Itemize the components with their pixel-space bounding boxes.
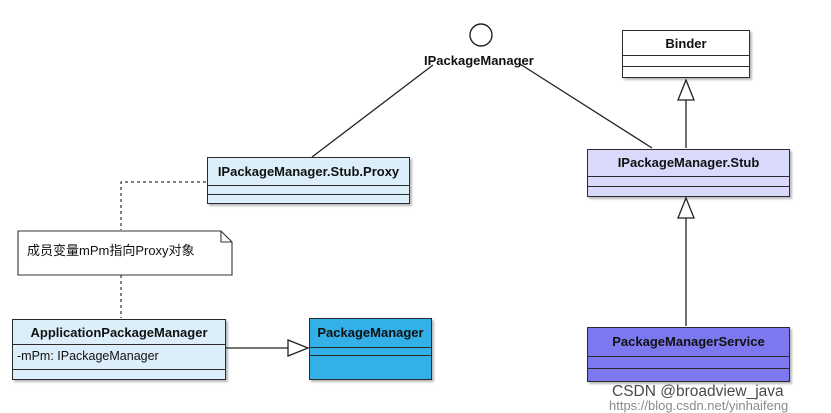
class-application-package-manager[interactable]: ApplicationPackageManager -mPm: IPackage…	[12, 319, 226, 380]
class-pms-attributes	[588, 356, 789, 368]
class-binder-name: Binder	[665, 36, 707, 51]
interface-lollipop-icon	[469, 23, 493, 47]
class-package-manager[interactable]: PackageManager	[309, 318, 432, 380]
binder-inheritance-arrow-icon	[677, 78, 695, 101]
class-pm-operations	[310, 355, 431, 379]
note-fold-icon	[220, 231, 232, 243]
class-stub-operations	[588, 186, 789, 196]
stub-inheritance-arrow-icon	[677, 196, 695, 219]
class-pm-name: PackageManager	[317, 325, 424, 340]
note-shape	[17, 230, 233, 276]
class-apm-attributes: -mPm: IPackageManager	[13, 344, 225, 369]
pm-inheritance-arrow-icon	[287, 339, 310, 357]
class-proxy[interactable]: IPackageManager.Stub.Proxy	[207, 157, 410, 204]
class-apm-name: ApplicationPackageManager	[30, 325, 208, 340]
watermark-url: https://blog.csdn.net/yinhaifeng	[609, 398, 789, 413]
class-pm-attributes	[310, 347, 431, 355]
class-apm-attribute-mpm: -mPm: IPackageManager	[17, 349, 159, 363]
class-binder-operations	[623, 66, 749, 77]
proxy-implements-interface-line	[311, 64, 434, 158]
class-pms-name: PackageManagerService	[612, 334, 765, 349]
class-proxy-name: IPackageManager.Stub.Proxy	[217, 164, 400, 179]
watermark-csdn: CSDN @broadview_java	[612, 383, 784, 400]
class-proxy-operations	[208, 194, 409, 203]
class-binder[interactable]: Binder	[622, 30, 750, 78]
note-text: 成员变量mPm指向Proxy对象	[27, 243, 195, 258]
class-pms-operations	[588, 368, 789, 381]
class-apm-operations	[13, 369, 225, 379]
class-stub-attributes	[588, 176, 789, 186]
class-stub[interactable]: IPackageManager.Stub	[587, 149, 790, 197]
class-proxy-attributes	[208, 185, 409, 194]
note-anchor-dashed-line	[120, 181, 206, 230]
class-binder-attributes	[623, 55, 749, 66]
class-stub-name: IPackageManager.Stub	[617, 155, 760, 170]
class-package-manager-service[interactable]: PackageManagerService	[587, 327, 790, 382]
stub-implements-interface-line	[519, 63, 653, 149]
interface-label: IPackageManager	[424, 53, 534, 68]
